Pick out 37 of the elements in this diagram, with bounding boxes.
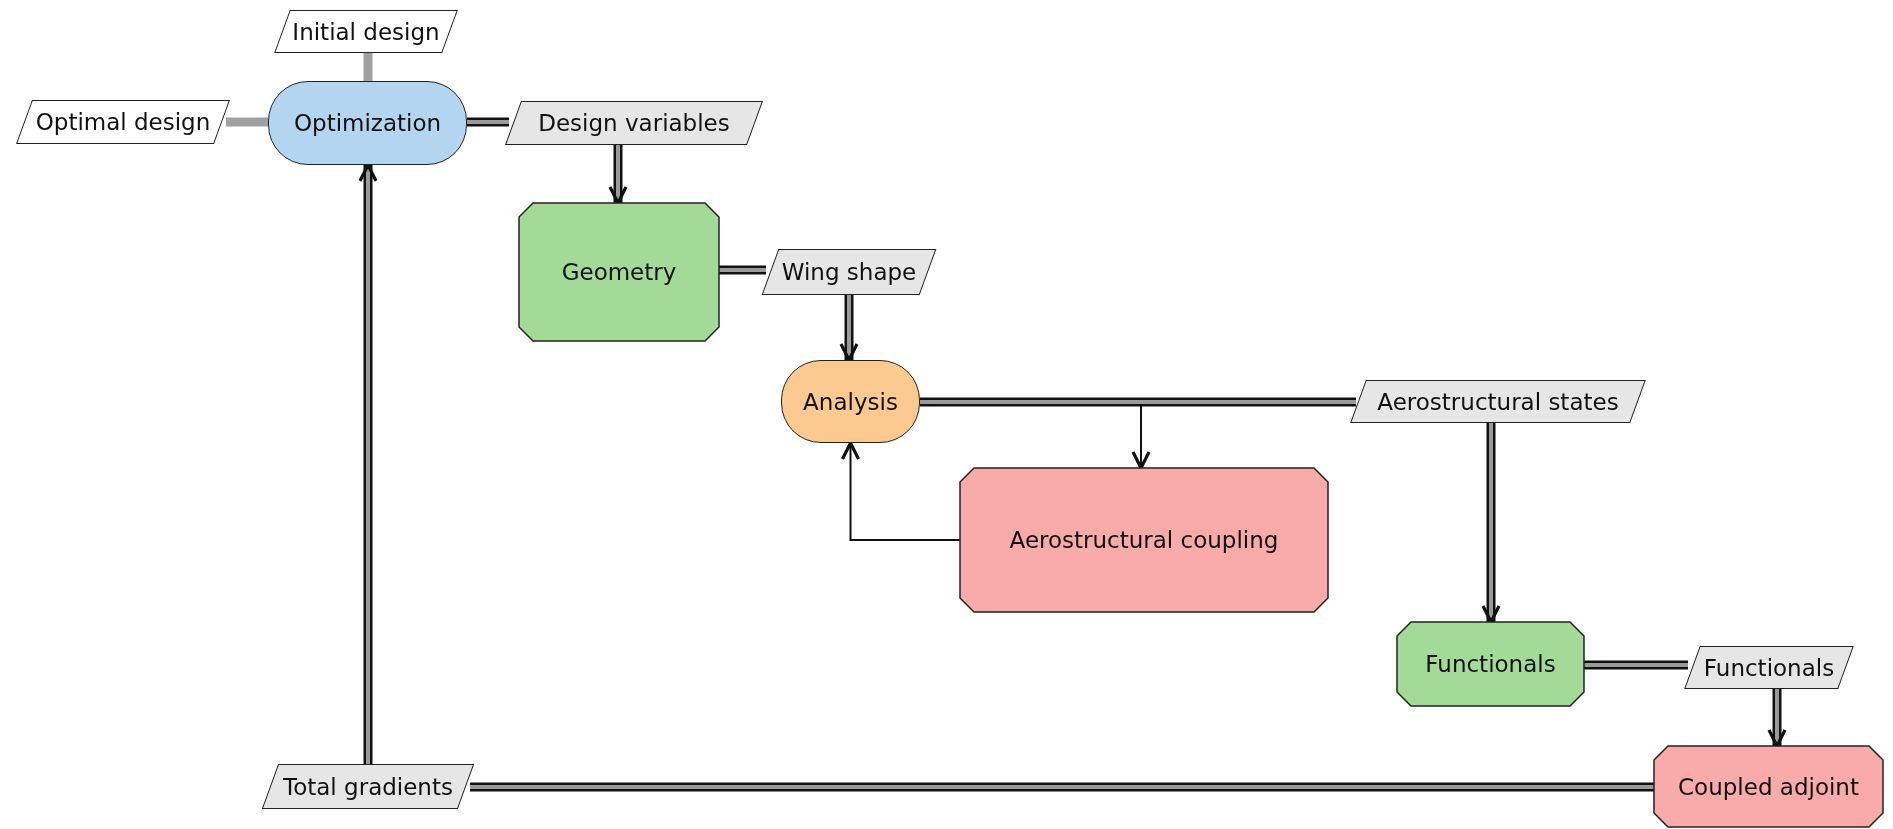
arrow (840, 441, 961, 541)
data-parallelogram (760, 249, 938, 295)
node-label: Design variables (538, 110, 730, 136)
data-parallelogram (503, 101, 765, 145)
node-label: Total gradients (283, 773, 453, 800)
data-parallelogram (272, 10, 460, 53)
node-label: Functionals (1703, 654, 1835, 681)
data-parallelogram (14, 100, 232, 144)
node-label: Aerostructural states (1377, 388, 1619, 415)
node-label: Aerostructural coupling (1009, 527, 1279, 553)
node-label: Initial design (292, 18, 440, 45)
data-line (226, 117, 268, 127)
node-label: Geometry (561, 259, 677, 285)
solver-box (1654, 746, 1883, 827)
arrow (1767, 689, 1787, 748)
node-label: Coupled adjoint (1678, 773, 1859, 800)
data-line (363, 53, 373, 81)
data-line (920, 397, 1356, 407)
function-box (1397, 622, 1584, 706)
data-parallelogram (1348, 380, 1648, 423)
arrow (1481, 423, 1501, 624)
solver-box (960, 468, 1328, 612)
data-line (719, 265, 766, 275)
arrow (608, 145, 628, 205)
node-label: Optimal design (35, 109, 211, 135)
node-label: Analysis (803, 388, 898, 415)
data-line (467, 117, 509, 127)
node-label: Optimization (293, 110, 442, 136)
node-label: Functionals (1425, 651, 1556, 677)
data-line (470, 782, 1654, 792)
data-line (1584, 660, 1688, 670)
node-label: Wing shape (781, 259, 917, 285)
function-box (519, 203, 719, 341)
arrow (839, 295, 859, 362)
data-parallelogram (1682, 646, 1856, 689)
data-parallelogram (260, 764, 476, 809)
arrow (358, 163, 378, 764)
